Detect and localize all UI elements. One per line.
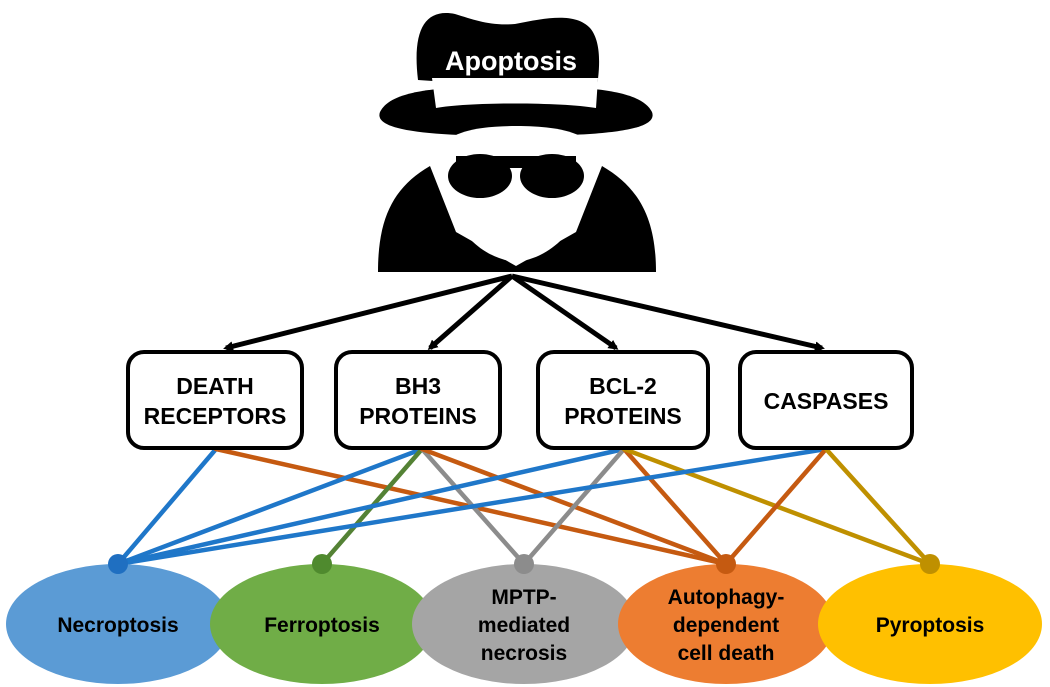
death-type-ellipse (818, 564, 1042, 684)
link-bcl2-proteins-to-necroptosis (115, 446, 627, 567)
regulator-label: DEATH (176, 373, 254, 399)
death-type-label: Pyroptosis (876, 614, 985, 637)
figure-title: Apoptosis (445, 46, 577, 76)
endpoint-dot-necroptosis (108, 554, 128, 574)
death-type-label: MPTP- (491, 586, 556, 609)
endpoint-dot-autophagy-death (716, 554, 736, 574)
regulator-label: BCL-2 (589, 373, 657, 399)
arrow-to-death-receptors (223, 273, 513, 352)
death-type-ellipse (412, 564, 636, 684)
endpoint-dot-pyroptosis (920, 554, 940, 574)
spy-icon (378, 13, 656, 272)
link-caspases-to-autophagy-death (723, 446, 829, 567)
death-type-ferroptosis: Ferroptosis (210, 564, 434, 684)
link-bcl2-proteins-to-mptp-necrosis (521, 446, 627, 567)
death-type-pyroptosis: Pyroptosis (818, 564, 1042, 684)
arrow-group (223, 273, 825, 352)
regulator-group: DEATHRECEPTORSBH3PROTEINSBCL-2PROTEINSCA… (126, 350, 914, 450)
regulator-label: RECEPTORS (144, 403, 287, 429)
endpoint-dot-mptp-necrosis (514, 554, 534, 574)
death-type-autophagy-death: Autophagy-dependent cell death (618, 564, 834, 684)
death-type-label: Necroptosis (57, 614, 178, 637)
death-type-ellipse (6, 564, 230, 684)
regulator-label: PROTEINS (359, 403, 477, 429)
dot-group (108, 554, 940, 574)
regulator-box-frame (334, 350, 502, 450)
link-bcl2-proteins-to-autophagy-death (621, 446, 729, 567)
arrow-to-caspases (511, 273, 825, 352)
death-type-label: necrosis (481, 642, 567, 665)
endpoint-dot-ferroptosis (312, 554, 332, 574)
death-type-label: cell death (678, 642, 775, 665)
link-bh3-proteins-to-necroptosis (115, 446, 425, 567)
death-type-label: Ferroptosis (264, 614, 380, 637)
link-caspases-to-necroptosis (115, 446, 829, 567)
death-type-mptp-necrosis: MPTP-mediated necrosis (412, 564, 636, 684)
death-type-label: mediated (478, 614, 570, 637)
link-death-receptors-to-necroptosis (115, 446, 219, 567)
death-type-label: Autophagy- (668, 586, 785, 609)
death-type-label: dependent (673, 614, 779, 637)
death-type-ellipse (210, 564, 434, 684)
regulator-box-caspases: CASPASES (738, 350, 914, 450)
death-type-ellipse (618, 564, 834, 684)
death-type-necroptosis: Necroptosis (6, 564, 230, 684)
regulator-label: CASPASES (764, 388, 889, 414)
regulator-box-frame (738, 350, 914, 450)
arrow-to-bh3-proteins (427, 274, 514, 350)
regulator-label: PROTEINS (564, 403, 682, 429)
link-group (115, 446, 933, 567)
regulator-box-frame (126, 350, 304, 450)
arrow-to-bcl2-proteins (510, 273, 619, 351)
regulator-label: BH3 (395, 373, 441, 399)
regulator-box-frame (536, 350, 710, 450)
regulator-box-death-receptors: DEATH RECEPTORS (126, 350, 304, 450)
death-type-group: Necroptosis Ferroptosis MPTP-mediated necro… (6, 564, 1042, 684)
link-caspases-to-pyroptosis (823, 446, 933, 567)
